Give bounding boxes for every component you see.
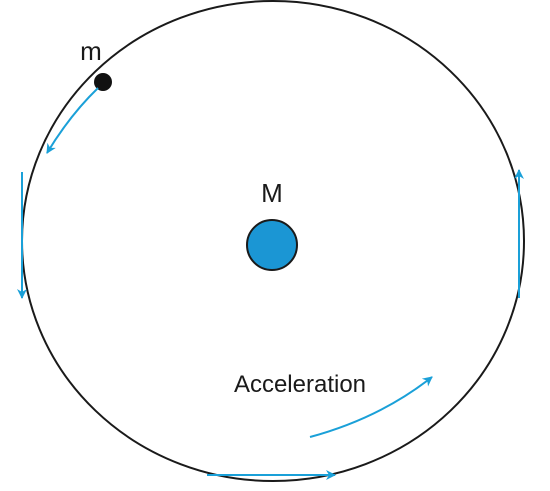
velocity-arrow-upper-left	[46, 87, 99, 154]
acceleration-label: Acceleration	[234, 371, 366, 398]
satellite	[94, 73, 112, 91]
acceleration-arrow	[309, 376, 433, 438]
central-body	[246, 219, 298, 271]
central-body-label: M	[261, 178, 283, 208]
satellite-label: m	[80, 36, 102, 66]
